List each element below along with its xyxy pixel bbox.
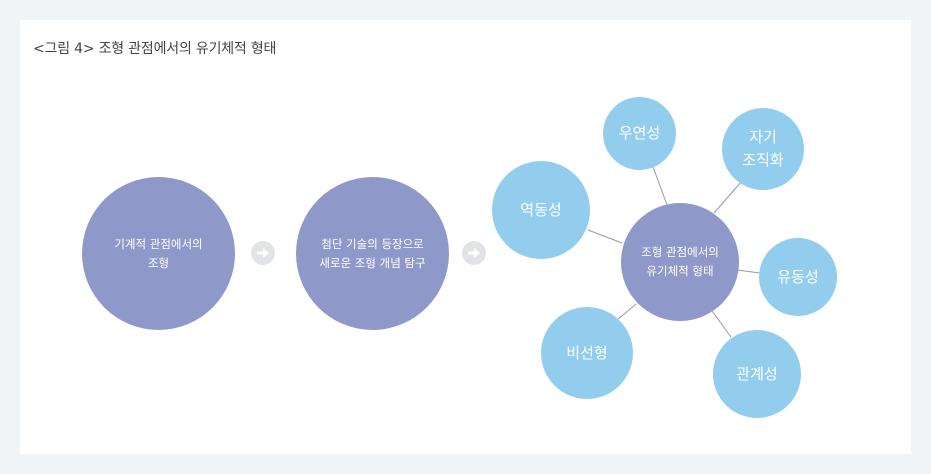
connector-yudongseong: [736, 269, 761, 274]
connector-gwangyeseong: [711, 310, 732, 338]
satellite-jagi-line-1: 자기: [749, 128, 777, 146]
arrow-right-icon: [251, 241, 275, 265]
stage-1-line-1: 기계적 관점에서의: [114, 236, 203, 251]
satellite-yudongseong-label: 유동성: [777, 267, 819, 286]
hub-line-1: 조형 관점에서의: [641, 245, 719, 259]
satellite-yudongseong: 유동성: [759, 238, 837, 316]
hub-line-2: 유기체적 형태: [646, 264, 714, 278]
arrow-right-icon: [462, 241, 486, 265]
figure-caption: <그림 4> 조형 관점에서의 유기체적 형태: [33, 41, 277, 57]
satellite-biseonhyeong-label: 비선형: [566, 343, 608, 362]
satellite-gwangyeseong: 관계성: [713, 330, 801, 418]
satellite-yeokdongseong: 역동성: [492, 161, 590, 259]
satellite-jagi-jojikhwa: 자기 조직화: [722, 108, 804, 190]
satellite-uyeonseong: 우연성: [603, 97, 676, 170]
connector-biseonhyeong: [616, 303, 637, 321]
connector-yeokdongseong: [587, 229, 623, 244]
satellite-uyeonseong-label: 우연성: [618, 124, 661, 142]
connector-jagi: [713, 181, 742, 214]
satellite-gwangyeseong-label: 관계성: [736, 364, 778, 383]
stage-circle-advanced-tech: 첨단 기술의 등장으로 새로운 조형 개념 탐구: [296, 177, 449, 330]
stage-2-line-1: 첨단 기술의 등장으로: [321, 236, 424, 251]
satellite-jagi-line-2: 조직화: [742, 151, 784, 169]
satellite-biseonhyeong: 비선형: [541, 307, 633, 399]
satellite-yeokdongseong-label: 역동성: [520, 200, 562, 219]
stage-circle-mechanical: 기계적 관점에서의 조형: [82, 177, 235, 330]
stage-2-line-2: 새로운 조형 개념 탐구: [319, 255, 426, 270]
hub-circle-organic-form: 조형 관점에서의 유기체적 형태: [621, 203, 739, 321]
connector-uyeonseong: [651, 163, 668, 206]
stage-1-line-2: 조형: [147, 255, 170, 270]
